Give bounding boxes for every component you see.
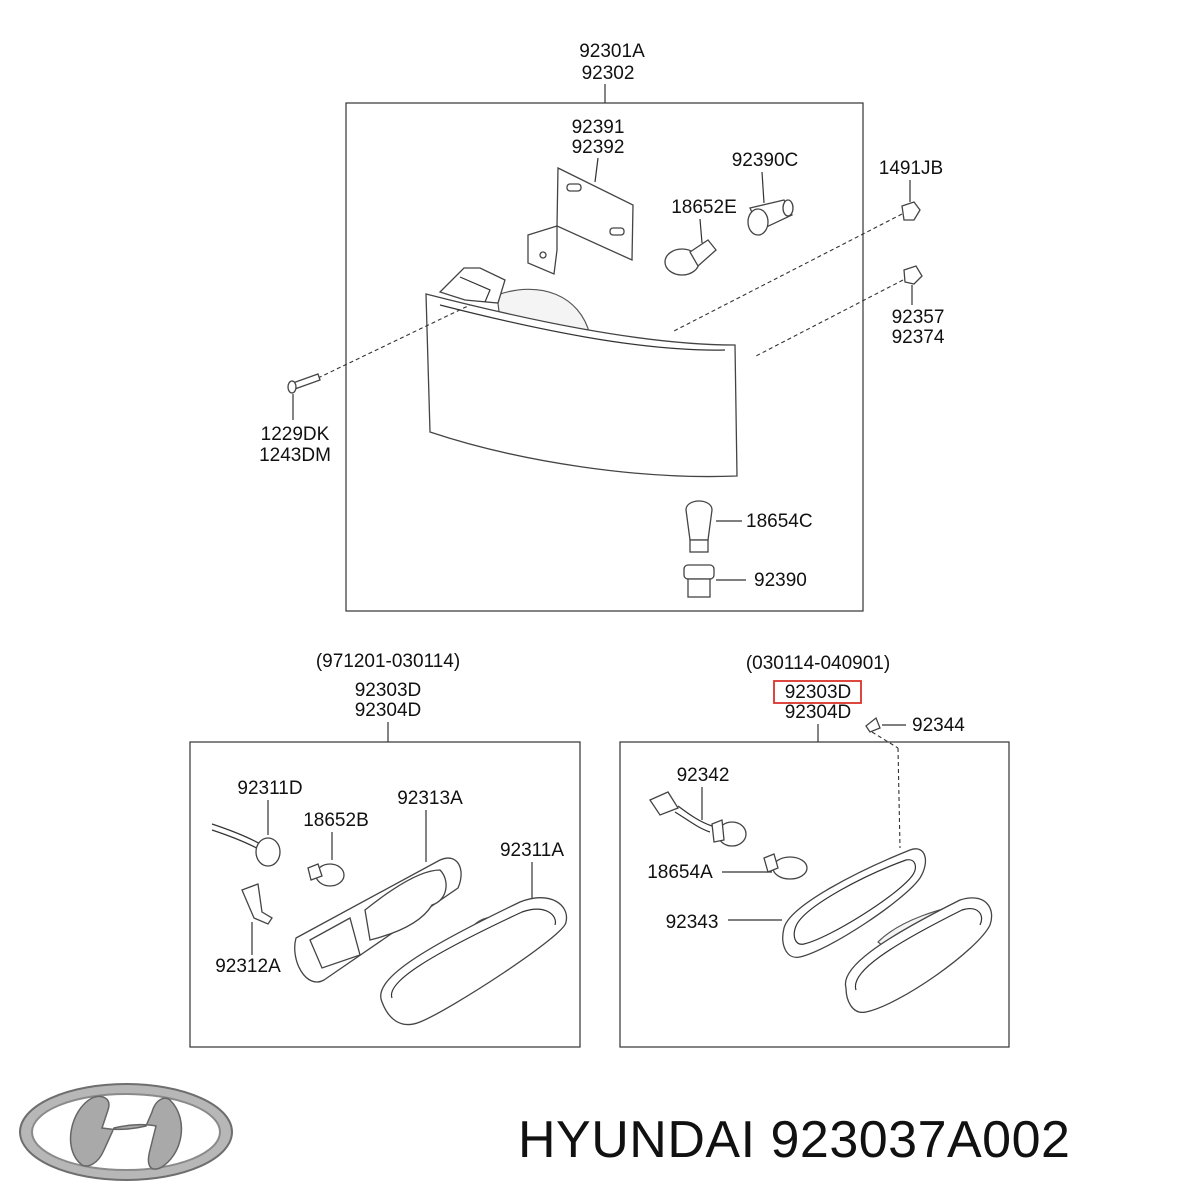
label-92311a: 92311A: [500, 840, 564, 861]
right-assembly-frame: [619, 741, 1010, 1048]
clip-92312a-part: [241, 883, 273, 925]
label-92301a: 92301A: [579, 41, 645, 62]
bulb-18654c-part: [685, 500, 713, 553]
label-92344: 92344: [912, 715, 965, 736]
label-92303d-left: 92303D: [355, 680, 422, 701]
screw-1491jb-part: [901, 201, 921, 221]
label-92342: 92342: [677, 765, 730, 786]
label-92390: 92390: [754, 570, 807, 591]
bracket-part: [527, 166, 634, 275]
bolt-1229dk-part: [287, 373, 321, 394]
label-92303d-right: 92303D: [785, 682, 852, 703]
label-92304d-left: 92304D: [355, 700, 422, 721]
brand-part-number: HYUNDAI 923037A002: [518, 1111, 1071, 1169]
label-18654c: 18654C: [746, 511, 813, 532]
gasket-92343-part: [782, 848, 927, 958]
left-assembly-frame: [189, 741, 581, 1048]
bulb-18654a-part: [763, 853, 808, 880]
label-18652b: 18652B: [303, 810, 369, 831]
bulb-18652e-part: [664, 239, 717, 276]
label-92313a: 92313A: [397, 788, 463, 809]
lens-92311a-part: [380, 897, 568, 1026]
label-92304d-right: 92304D: [785, 702, 852, 723]
label-92357: 92357: [892, 307, 945, 328]
label-92390c: 92390C: [732, 150, 799, 171]
label-1229dk: 1229DK: [261, 424, 330, 445]
bulb-18652b-part: [307, 863, 345, 887]
label-92302: 92302: [582, 63, 635, 84]
label-18654a: 18654A: [647, 862, 713, 883]
gasket-92313a-part: [294, 857, 462, 983]
lamp-housing-part: [425, 267, 738, 478]
label-18652e: 18652E: [671, 197, 737, 218]
label-92311d: 92311D: [237, 778, 302, 799]
label-92391: 92391: [572, 117, 625, 138]
right-date-range: (030114-040901): [746, 653, 890, 674]
clip-92344-part: [865, 716, 881, 733]
socket-92311d-part: [211, 823, 281, 867]
socket-92390c-part: [747, 199, 794, 236]
highlight-box: [773, 680, 862, 704]
label-92312a: 92312A: [215, 956, 281, 977]
label-1491jb: 1491JB: [879, 158, 943, 179]
left-assembly: (971201-030114) 92303D 92304D 92311D 186…: [189, 651, 581, 1048]
top-assembly: 92301A 92302 92391 92392 92390C 18652E: [259, 41, 945, 612]
label-92343: 92343: [666, 912, 719, 933]
top-assembly-frame: [345, 102, 864, 612]
hyundai-logo: [19, 1083, 233, 1181]
lens-right-part: [844, 897, 993, 1013]
nut-92357-part: [903, 265, 923, 285]
right-assembly: (030114-040901) 92303D 92304D 92344 9234…: [619, 653, 1010, 1048]
label-1243dm: 1243DM: [259, 445, 331, 466]
label-92392: 92392: [572, 137, 625, 158]
left-date-range: (971201-030114): [316, 651, 460, 672]
label-92374: 92374: [892, 327, 945, 348]
socket-92390-part: [683, 564, 715, 598]
socket-wire-92342-part: [649, 791, 747, 847]
